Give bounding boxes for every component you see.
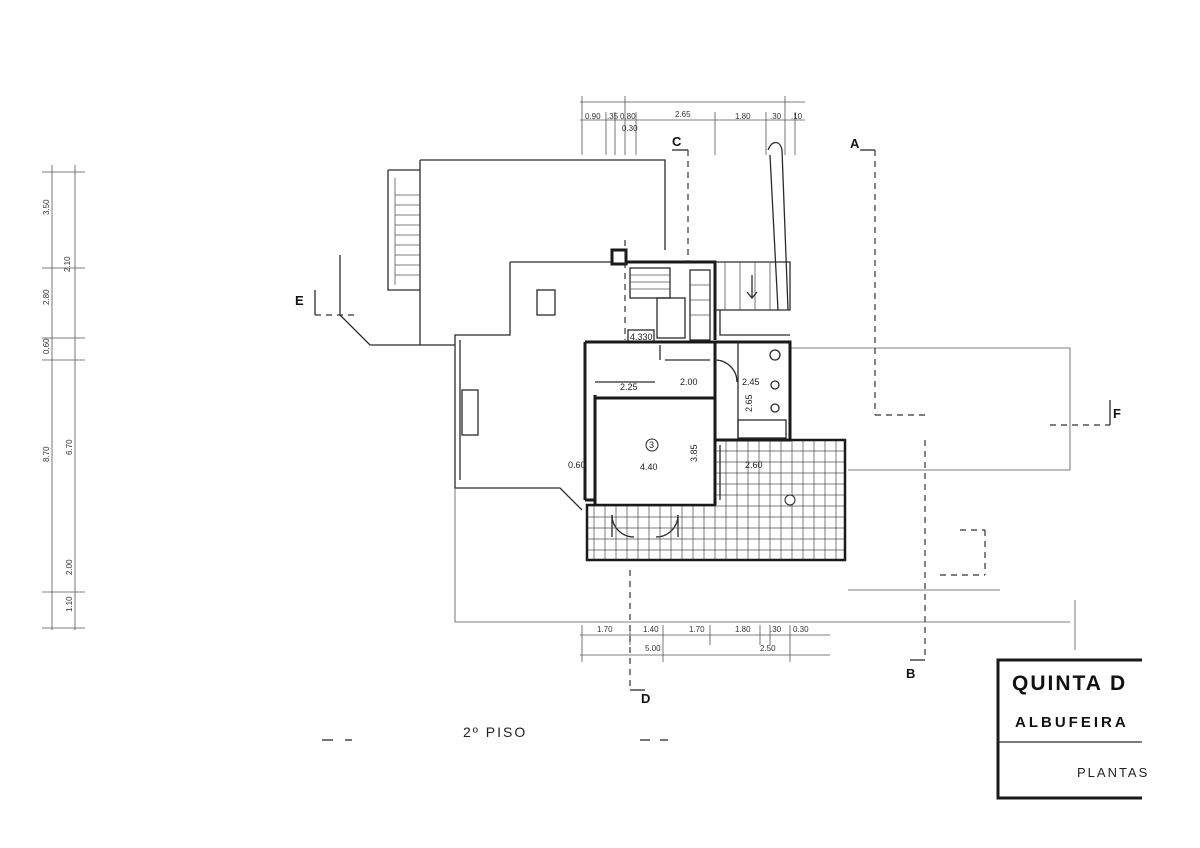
- section-a: A: [850, 136, 860, 151]
- corner-dim: 0.60: [568, 460, 586, 470]
- left-dim-4: 0.60: [42, 338, 51, 354]
- bottom-total-1: 5.00: [645, 644, 661, 653]
- upper-entrance: [715, 141, 791, 336]
- terrace-marker: [784, 494, 796, 506]
- section-f: F: [1113, 406, 1121, 421]
- left-dimension-chain: 3.50 2.10 2.80 0.60 8.70 6.70 2.00 1.10: [42, 165, 85, 630]
- bottom-dim-2: 1.40: [643, 625, 659, 634]
- bottom-total-2: 2.50: [760, 644, 776, 653]
- room-number: 3: [649, 440, 654, 450]
- left-dim-6: 6.70: [65, 439, 74, 455]
- floor-label: 2º PISO: [463, 724, 527, 740]
- title-block-location: ALBUFEIRA: [1015, 714, 1129, 731]
- room-width: 4.40: [640, 462, 658, 472]
- tiled-terrace: 2.60: [585, 438, 847, 562]
- level-mark: 4.330: [630, 332, 653, 342]
- wc: [769, 349, 781, 361]
- title-block-title: QUINTA D: [1012, 672, 1127, 695]
- room-depth: 3.85: [689, 444, 699, 462]
- left-dim-5: 8.70: [42, 446, 51, 462]
- title-block-sheet: PLANTAS: [1077, 765, 1149, 780]
- outer-stair-treads: [395, 194, 420, 276]
- washbasin: [770, 380, 780, 390]
- left-dim-7: 2.00: [65, 559, 74, 575]
- top-dim-5: 2.65: [675, 110, 691, 119]
- section-c: C: [672, 134, 682, 149]
- bottom-dim-5: .30: [770, 625, 782, 634]
- top-dim-1: 0.90: [585, 112, 601, 121]
- fireplace: [461, 389, 479, 436]
- top-dimension-chain: 0.90 .35 0.80 0.30 2.65 1.80 .30 .10: [580, 96, 805, 155]
- inner-stair: [629, 267, 711, 341]
- bottom-dimension-chain: 1.70 1.40 1.70 1.80 .30 0.30 5.00 2.50: [580, 625, 830, 662]
- core-rooms: 4.330 2.25 2.00 3 4.40 3.85 0.60 2.45 2.…: [568, 248, 792, 538]
- closet-width: 2.25: [620, 382, 638, 392]
- left-dim-3: 2.80: [42, 289, 51, 305]
- bath-depth: 2.65: [744, 394, 754, 412]
- section-d: D: [641, 691, 650, 706]
- bottom-dim-1: 1.70: [597, 625, 613, 634]
- top-dim-6: 1.80: [735, 112, 751, 121]
- handrail: [767, 141, 789, 311]
- terrace-width: 2.60: [745, 460, 763, 470]
- top-dim-7: .30: [770, 112, 782, 121]
- bath-width: 2.45: [742, 377, 760, 387]
- skylight: [536, 289, 556, 316]
- bottom-dim-4: 1.80: [735, 625, 751, 634]
- building-outline: [339, 159, 1076, 650]
- title-block: QUINTA D ALBUFEIRA PLANTAS: [996, 658, 1149, 800]
- top-dim-2: .35: [607, 112, 619, 121]
- left-dim-8: 1.10: [65, 596, 74, 612]
- bidet: [770, 403, 780, 413]
- bath-door-swing: [714, 359, 738, 383]
- section-b: B: [906, 666, 915, 681]
- section-e: E: [295, 293, 304, 308]
- bottom-dim-3: 1.70: [689, 625, 705, 634]
- top-dim-4: 0.30: [622, 124, 638, 133]
- left-dim-2: 2.10: [63, 256, 72, 272]
- top-dim-3: 0.80: [620, 112, 636, 121]
- bottom-dim-6: 0.30: [793, 625, 809, 634]
- room-number-circle: [645, 438, 659, 452]
- left-dim-1: 3.50: [42, 199, 51, 215]
- top-dim-8: .10: [791, 112, 803, 121]
- passage-width: 2.00: [680, 377, 698, 387]
- section-lines: C A E F B D: [295, 134, 1121, 706]
- bathtub: [737, 419, 787, 439]
